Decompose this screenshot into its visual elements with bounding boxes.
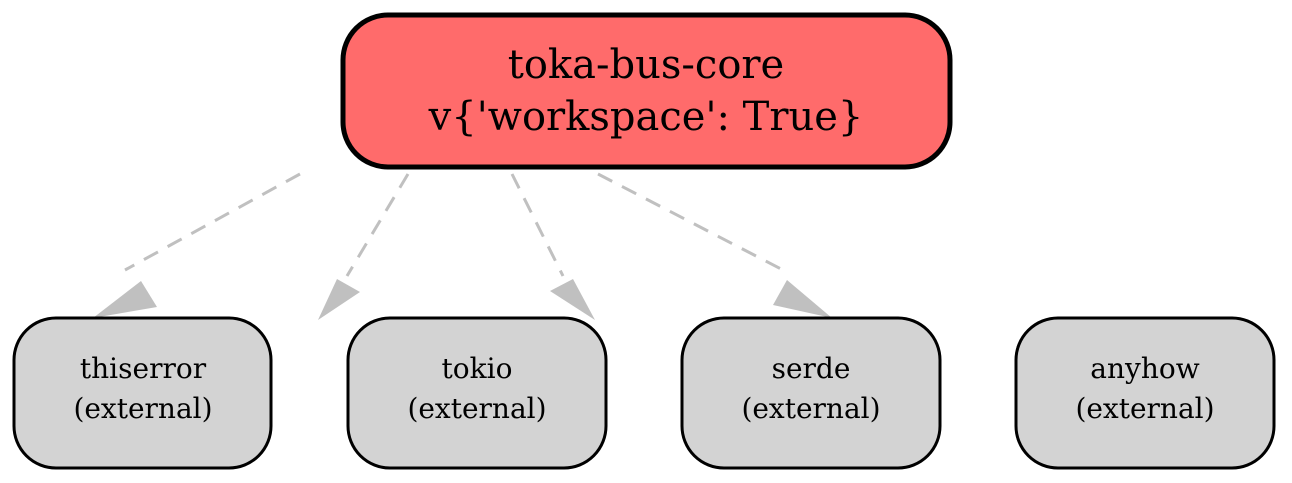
edge-arrowhead-anyhow [773,280,832,318]
edge-to-serde [510,173,565,277]
leaf-node-kind: (external) [741,392,880,425]
leaf-node-kind: (external) [73,392,212,425]
node-serde[interactable]: serde (external) [680,316,942,470]
root-node-version: v{'workspace': True} [428,94,864,140]
leaf-node-name: anyhow [1090,352,1199,385]
leaf-node-name: tokio [442,352,513,385]
edge-arrowhead-serde [550,279,595,320]
node-anyhow[interactable]: anyhow (external) [1014,316,1276,470]
node-thiserror[interactable]: thiserror (external) [12,316,273,470]
node-tokio[interactable]: tokio (external) [346,316,608,470]
leaf-node-box [12,316,273,470]
edge-to-anyhow [597,172,784,272]
leaf-node-box [1014,316,1276,470]
leaf-node-kind: (external) [407,392,546,425]
leaf-node-name: serde [772,352,851,385]
edge-arrowhead-tokio [318,279,360,320]
edge-arrowhead-thiserror [93,281,157,318]
node-root[interactable]: toka-bus-core v{'workspace': True} [340,12,953,170]
edges [93,172,832,320]
leaf-node-kind: (external) [1075,392,1214,425]
root-node-box [340,12,953,170]
leaf-node-box [346,316,608,470]
leaf-node-name: thiserror [80,352,207,385]
edge-to-thiserror [124,172,301,272]
edge-to-tokio [345,173,410,277]
root-node-name: toka-bus-core [508,42,784,88]
leaf-node-box [680,316,942,470]
